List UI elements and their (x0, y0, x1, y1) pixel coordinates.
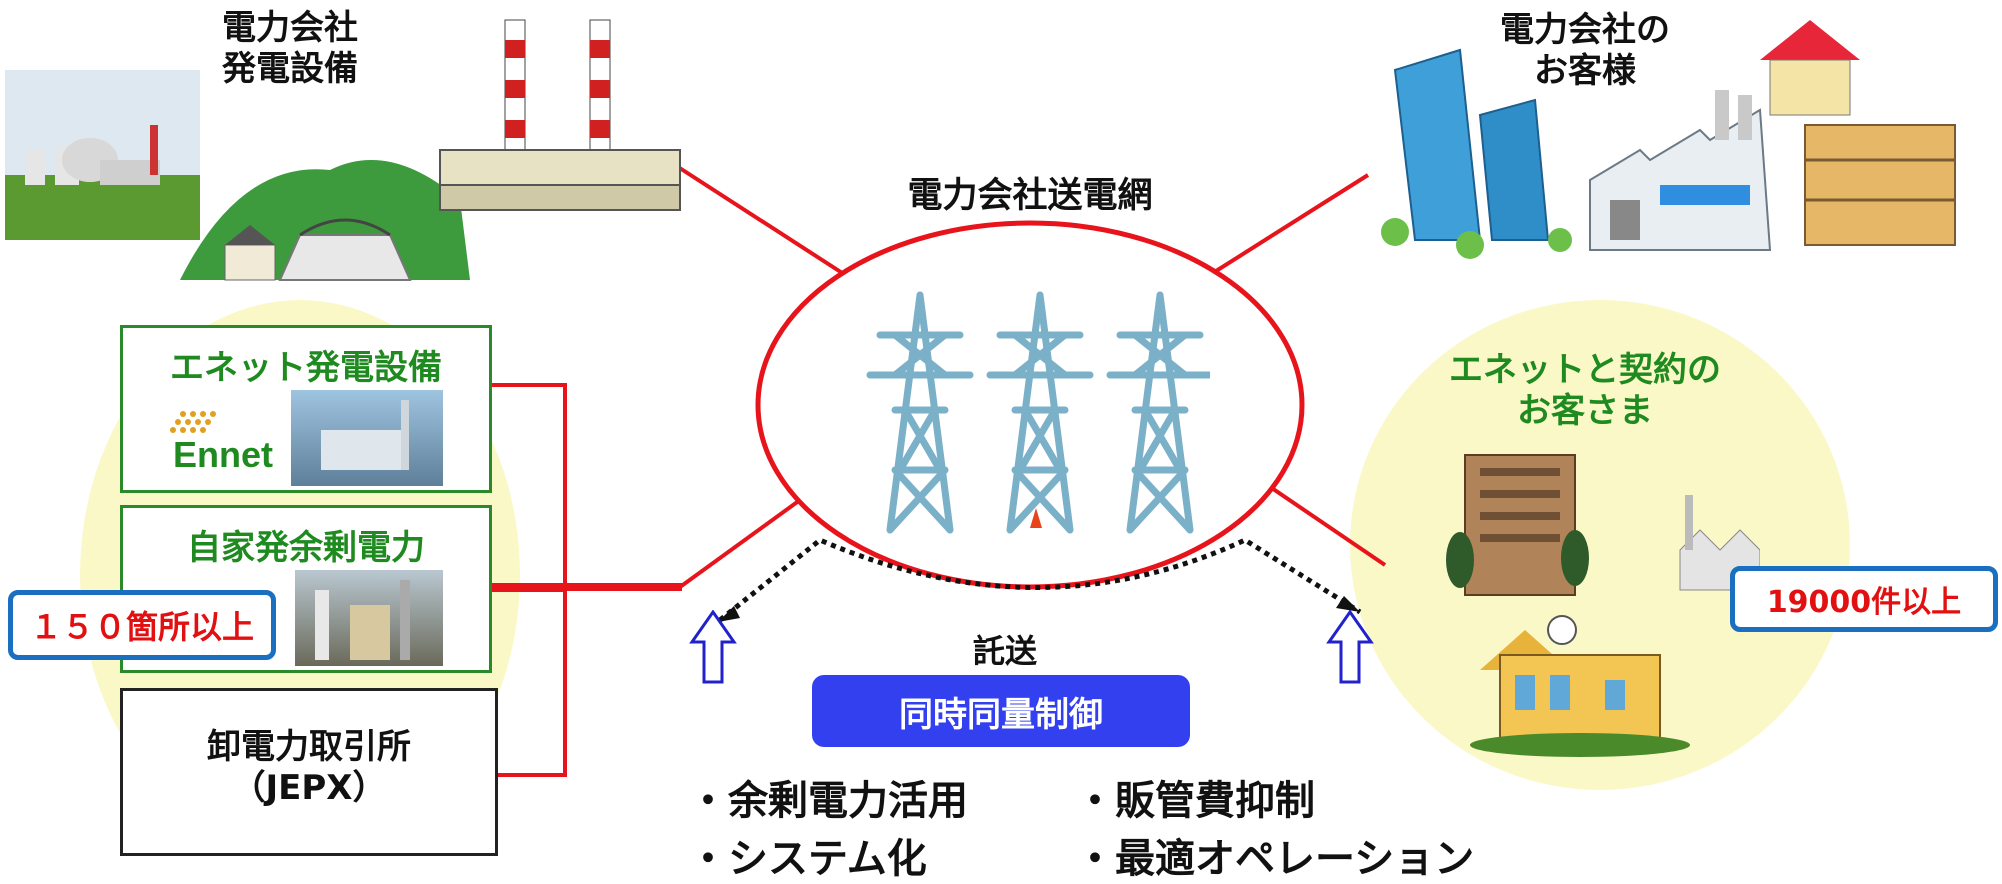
line-grid-to-customers (1203, 173, 1370, 280)
ennet-plants-label: エネット発電設備 (170, 348, 442, 388)
simultaneous-control-button[interactable]: 同時同量制御 (812, 675, 1190, 747)
tower-icon (986, 291, 1094, 534)
ennet-plants-box: エネット発電設備 Ennet (120, 325, 492, 493)
transmission-label: 託送 (972, 632, 1037, 670)
up-arrow-icon (1326, 610, 1374, 684)
ennet-customers-ellipse (1350, 300, 1850, 790)
hydro-dam-image (180, 160, 470, 281)
bracket-sources (492, 383, 567, 777)
surplus-power-label: 自家発余剰電力 (187, 528, 425, 568)
ennet-plant-photo (291, 390, 443, 486)
nuclear-plant-image (5, 70, 200, 240)
houses-image (1760, 20, 1956, 246)
tower-icon (866, 291, 974, 534)
jepx-box: 卸電力取引所 （JEPX） (120, 688, 498, 856)
bullet-systemization: ・システム化 (688, 836, 927, 882)
customers-illustration (1381, 20, 1956, 259)
transmission-towers (866, 291, 1210, 534)
surplus-plant-photo (295, 570, 443, 666)
factory-image (1589, 90, 1772, 251)
ennet-logo-dots (163, 406, 243, 436)
utility-plants-title: 電力会社 発電設備 (222, 8, 358, 89)
jepx-label: 卸電力取引所 （JEPX） (207, 727, 411, 808)
line-grid-to-ennet-customers (1258, 478, 1387, 567)
utility-plants-illustration (5, 19, 681, 281)
office-building-image (1446, 454, 1589, 596)
thermal-plant-image (439, 19, 681, 211)
contracts-count-badge: 19000件以上 (1730, 566, 1998, 632)
tower-icon (1106, 291, 1210, 534)
ennet-logo: Ennet (173, 434, 274, 475)
ennet-customers-title: エネットと契約の お客さま (1449, 350, 1721, 431)
office-towers-image (1381, 48, 1572, 259)
bullet-sga-reduction: ・販管費抑制 (1075, 778, 1315, 824)
bullet-optimal-operation: ・最適オペレーション (1075, 836, 1475, 882)
up-arrow-icon (689, 610, 737, 684)
school-image (1470, 615, 1690, 757)
utility-customers-title: 電力会社の お客様 (1500, 10, 1670, 91)
surplus-power-box: 自家発余剰電力 (120, 505, 492, 673)
transmission-arrowtail (718, 606, 740, 622)
ennet-customers-illustration (1446, 454, 1760, 757)
sites-count-badge: １５０箇所以上 (8, 590, 276, 660)
transmission-arrowhead (1336, 596, 1360, 612)
line-plants-to-grid (673, 163, 852, 280)
transmission-arc (718, 537, 1362, 622)
grid-title: 電力会社送電網 (907, 176, 1153, 216)
line-bend-to-grid (678, 498, 802, 589)
bullet-surplus-use: ・余剰電力活用 (688, 778, 968, 824)
